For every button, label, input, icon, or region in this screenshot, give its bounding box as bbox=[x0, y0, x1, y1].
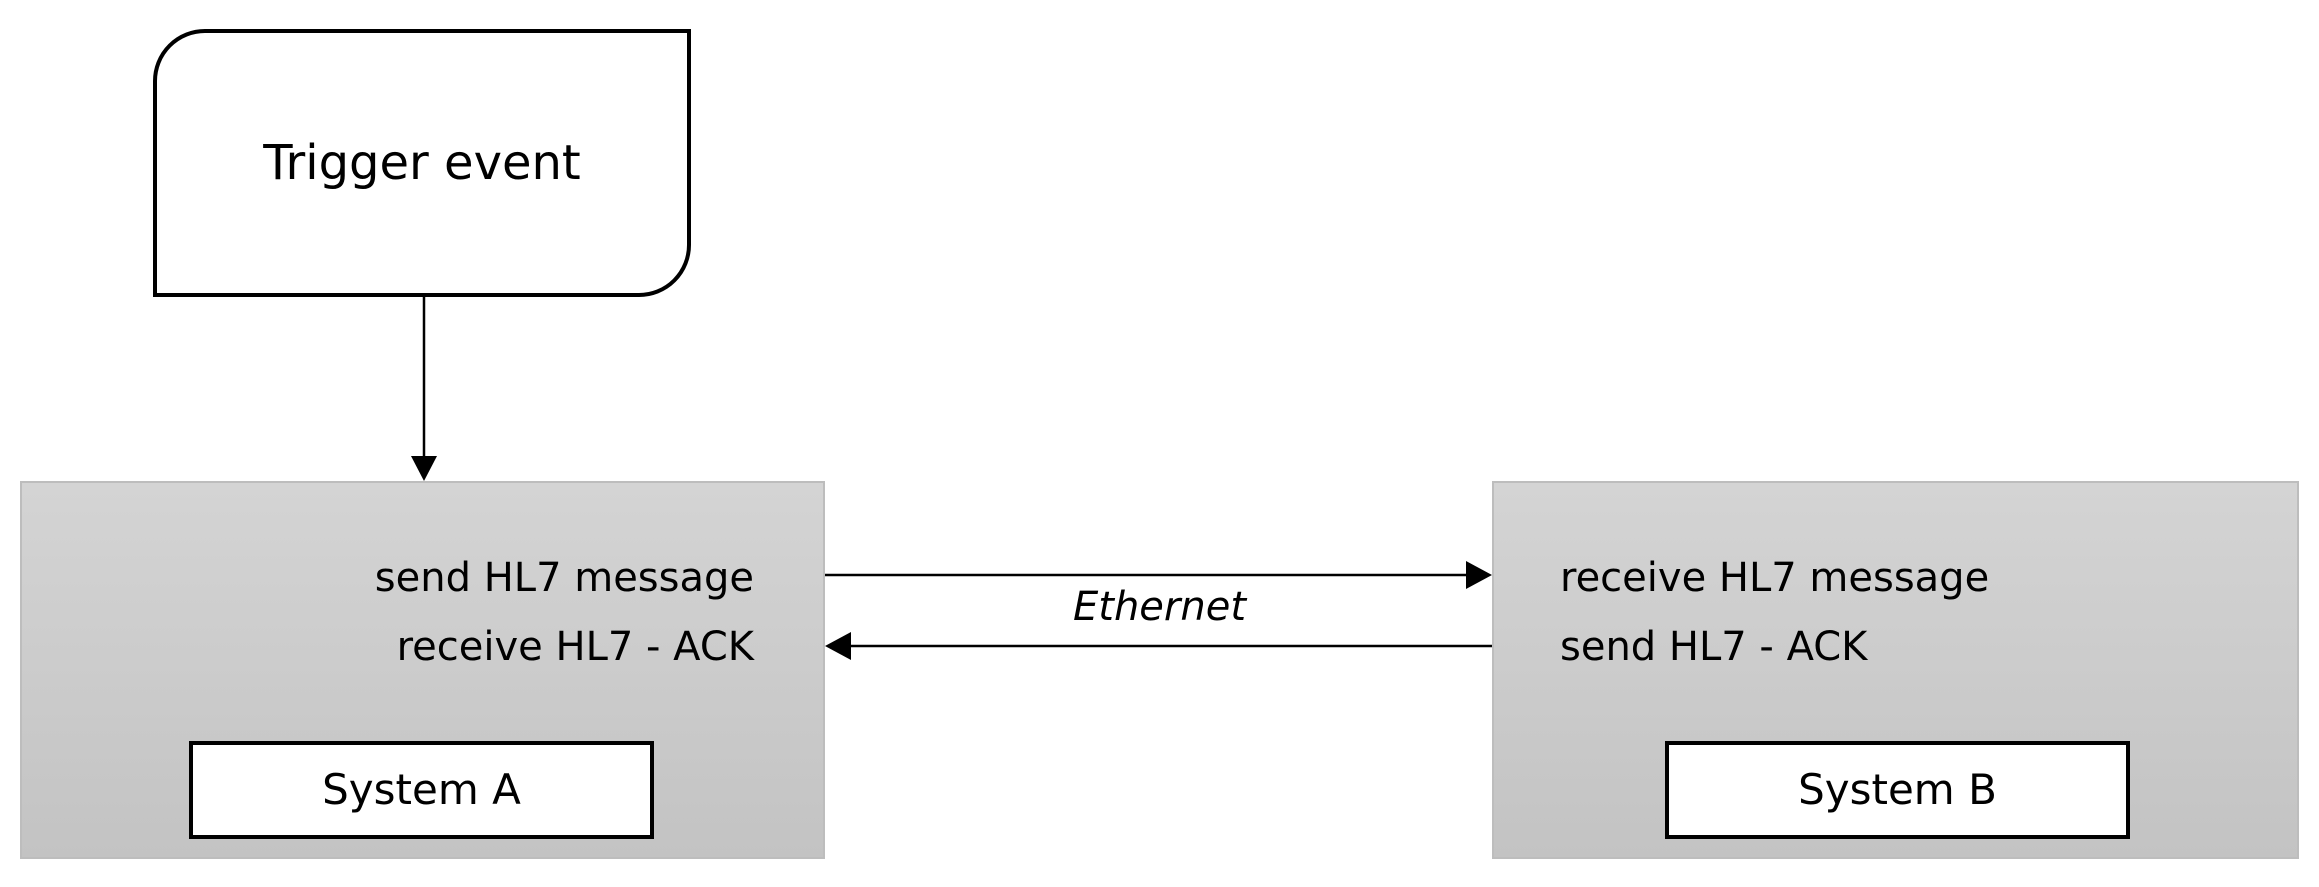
trigger-event-label: Trigger event bbox=[263, 135, 581, 191]
system-b-name-box: System B bbox=[1665, 741, 2130, 839]
system-b-name: System B bbox=[1798, 765, 1997, 814]
send-message-arrow bbox=[825, 561, 1492, 589]
system-a-name: System A bbox=[322, 765, 521, 814]
system-b-panel: receive HL7 message send HL7 - ACK Syste… bbox=[1492, 481, 2299, 859]
trigger-event-node: Trigger event bbox=[153, 29, 691, 297]
system-a-panel: send HL7 message receive HL7 - ACK Syste… bbox=[20, 481, 825, 859]
system-b-send-ack-label: send HL7 - ACK bbox=[1560, 624, 1868, 670]
trigger-to-system-a-arrow bbox=[411, 297, 437, 481]
system-a-send-message-label: send HL7 message bbox=[374, 555, 754, 601]
ack-return-arrow bbox=[825, 632, 1492, 660]
system-a-name-box: System A bbox=[189, 741, 654, 839]
system-b-receive-message-label: receive HL7 message bbox=[1560, 555, 1990, 601]
system-a-receive-ack-label: receive HL7 - ACK bbox=[396, 624, 754, 670]
ethernet-label: Ethernet bbox=[1073, 584, 1247, 630]
